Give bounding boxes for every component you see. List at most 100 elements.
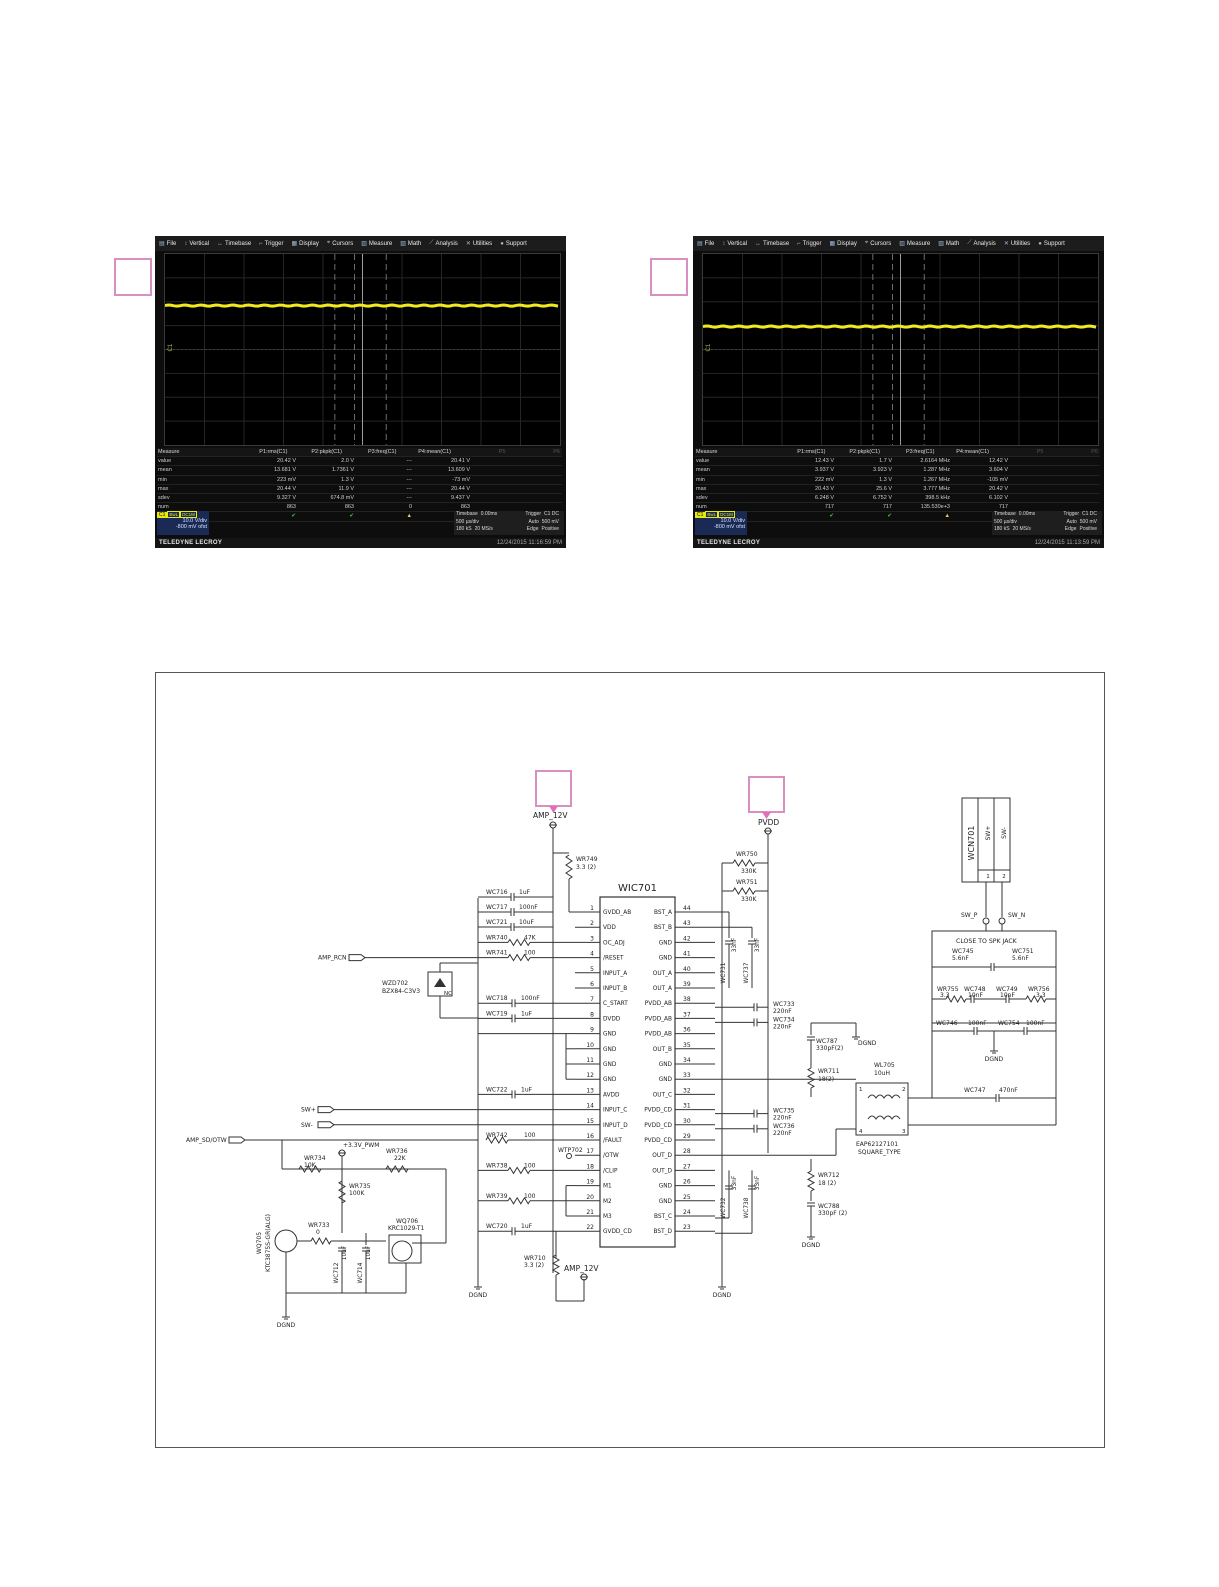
menu-item-cursors[interactable]: ⌖Cursors — [861, 240, 895, 247]
pin-name: OUT_A — [653, 986, 672, 992]
timestamp: 12/24/2015 11:13:59 PM — [1034, 540, 1100, 546]
timebase-trig_tags: C1 DC — [543, 511, 559, 517]
menu-item-utilities[interactable]: ✕Utilities — [1000, 240, 1034, 248]
timebase-label: Timebase — [456, 511, 478, 517]
measurement-cell: sdev — [696, 494, 708, 501]
menu-item-trigger[interactable]: ⌐Trigger — [255, 241, 287, 247]
measurement-cell: 3.604 V — [989, 467, 1008, 474]
measurement-cell: -105 mV — [987, 476, 1008, 483]
timebase-label: Timebase — [994, 511, 1016, 517]
menu-item-display[interactable]: ▦Display — [825, 240, 860, 248]
transistor-icon — [274, 1229, 298, 1253]
menu-item-label: Support — [505, 240, 527, 247]
menu-item-cursors[interactable]: ⌖Cursors — [323, 240, 357, 247]
measurement-cell: 674.8 mV — [330, 494, 354, 501]
schematic-label: CLOSE TO SPK JACK — [956, 938, 1018, 945]
menu-item-support[interactable]: ●Support — [496, 241, 531, 247]
menu-item-timebase[interactable]: ↔Timebase — [213, 241, 255, 247]
capacitor-ref: WC738 — [744, 1197, 750, 1218]
menu-item-label: Vertical — [189, 240, 210, 247]
menu-item-vertical[interactable]: ↕Vertical — [718, 241, 751, 247]
schematic-label: WZD702 — [382, 980, 408, 987]
ground-label: DGND — [277, 1322, 296, 1329]
menu-item-support[interactable]: ●Support — [1034, 241, 1069, 247]
capacitor-ref: WC732 — [721, 1197, 727, 1218]
ground-label: DGND — [713, 1292, 732, 1299]
pin-name: BST_D — [654, 1229, 673, 1235]
schematic-label: 100K — [349, 1190, 365, 1197]
schematic-label: WR712 — [818, 1172, 840, 1179]
menu-item-timebase[interactable]: ↔Timebase — [751, 241, 793, 247]
menu-item-trigger[interactable]: ⌐Trigger — [793, 241, 825, 247]
resistor-symbol — [507, 938, 531, 947]
menu-item-display[interactable]: ▦Display — [287, 240, 322, 248]
vertical-icon: ↕ — [722, 240, 726, 247]
menu-item-analysis[interactable]: ⟋Analysis — [425, 240, 462, 247]
pin-number: 21 — [586, 1209, 594, 1216]
pin-number: 1 — [590, 905, 594, 912]
measurement-cell: 717 — [882, 504, 892, 511]
waveform-grid: C1 — [164, 253, 561, 446]
pin-number: 1 — [859, 1087, 863, 1093]
schematic-label: WR711 — [818, 1068, 840, 1075]
menu-item-file[interactable]: ▤File — [155, 240, 180, 248]
schematic-label: 220nF — [773, 1115, 792, 1122]
pin-name: INPUT_A — [603, 971, 627, 977]
pin-number: 35 — [683, 1042, 691, 1049]
net-label-arrow — [317, 1106, 335, 1114]
waveform-svg: C1 — [165, 254, 560, 445]
timebase-trigger_label: Trigger — [525, 511, 541, 517]
measurement-cell: 25.6 V — [876, 485, 892, 492]
channel-label: C1 — [168, 343, 174, 351]
menu-item-label: File — [166, 240, 177, 247]
pin-name: DVDD — [603, 1016, 621, 1022]
menu-item-label: File — [704, 240, 715, 247]
menu-item-measure[interactable]: ▥Measure — [895, 240, 934, 248]
schematic-label: WL705 — [874, 1062, 895, 1069]
schematic-label: WQ706 — [396, 1218, 418, 1225]
marker-box — [535, 770, 572, 807]
capacitor-value: 100nF — [521, 995, 540, 1002]
measurement-header: P3:freq(C1) — [906, 449, 935, 455]
capacitor-value: 33nF — [732, 1176, 738, 1190]
schematic-label: 10uH — [874, 1070, 890, 1077]
menu-item-vertical[interactable]: ↕Vertical — [180, 241, 213, 247]
measurement-cell: 3.923 V — [873, 467, 892, 474]
measurement-cell: 863 — [460, 504, 470, 511]
menu-item-analysis[interactable]: ⟋Analysis — [963, 240, 1000, 247]
timebase-type: Edge — [526, 526, 539, 532]
warning-icon: ▲ — [406, 513, 412, 520]
resistor-value: 100 — [524, 950, 536, 957]
menu-item-label: Cursors — [332, 240, 354, 247]
schematic-label: WR733 — [308, 1222, 330, 1229]
pin-number: 36 — [683, 1027, 691, 1034]
volts-per-div: 10.0 V/div — [720, 518, 745, 524]
measure-icon: ▥ — [361, 241, 367, 247]
timebase-pts: 180 kS — [456, 526, 472, 532]
menu-item-utilities[interactable]: ✕Utilities — [462, 240, 496, 248]
menu-item-math[interactable]: ▧Math — [934, 240, 963, 248]
pin-name: AVDD — [603, 1092, 620, 1098]
capacitor-value: 10uF — [366, 1246, 372, 1260]
resistor-symbol — [945, 994, 967, 1004]
capacitor-ref: WC712 — [334, 1262, 340, 1283]
analysis-icon: ⟋ — [429, 240, 434, 246]
pin-number: 25 — [683, 1194, 691, 1201]
capacitor-ref: WC720 — [486, 1223, 508, 1230]
menu-item-label: Trigger — [264, 240, 284, 247]
schematic-label: 330K — [741, 896, 757, 903]
menu-item-file[interactable]: ▤File — [693, 240, 718, 248]
measurement-cell: 398.5 kHz — [925, 494, 950, 501]
menu-item-measure[interactable]: ▥Measure — [357, 240, 396, 248]
menu-item-math[interactable]: ▧Math — [396, 240, 425, 248]
capacitor-ref: WC722 — [486, 1086, 508, 1093]
schematic-label: 3.3 (2) — [576, 864, 596, 871]
